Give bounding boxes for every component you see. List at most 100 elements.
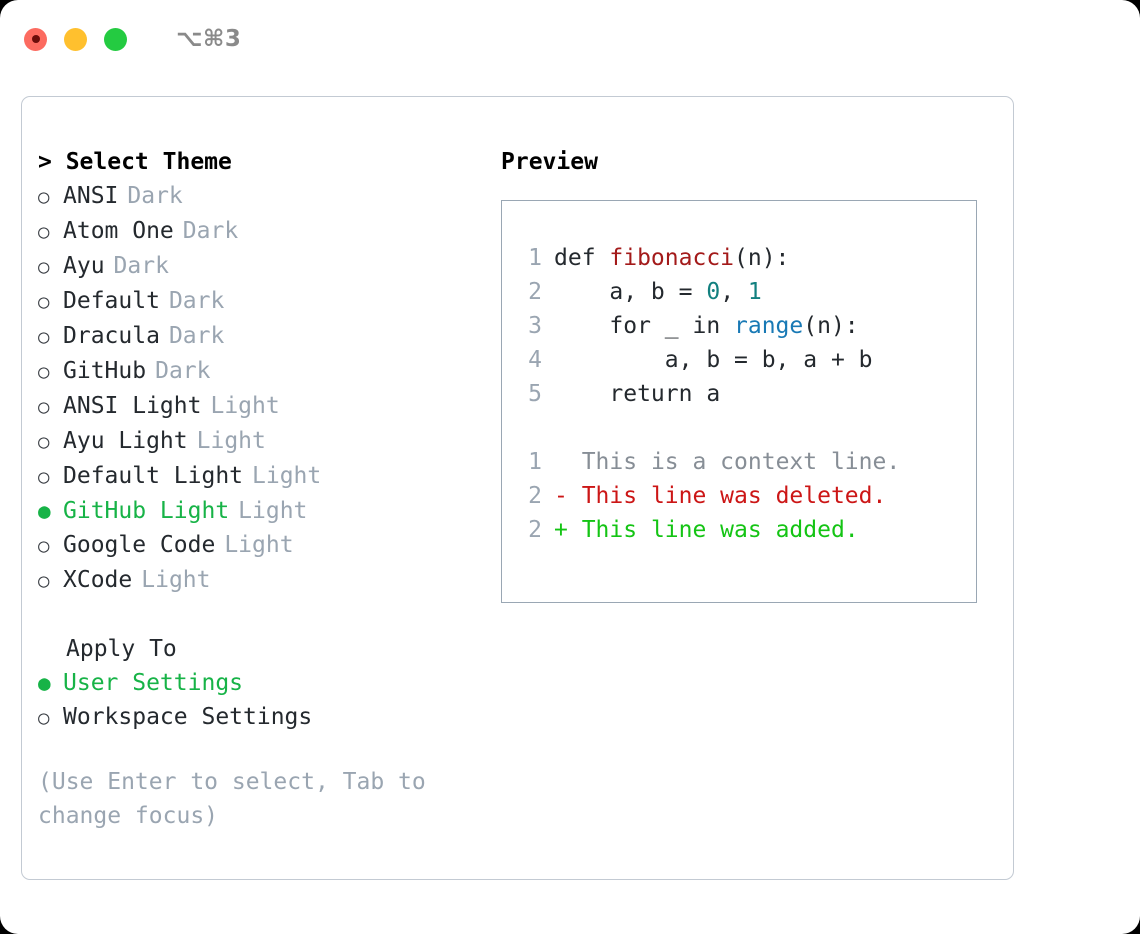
- apply-to-label: User Settings: [63, 670, 244, 696]
- code-token: return a: [554, 381, 721, 407]
- theme-variant-badge: Light: [196, 428, 266, 454]
- close-button[interactable]: [24, 27, 47, 51]
- code-token: 0: [706, 279, 721, 305]
- radio-selected-icon[interactable]: ●: [38, 499, 51, 523]
- theme-variant-badge: Light: [210, 393, 280, 419]
- line-number: 2: [528, 517, 542, 543]
- theme-list-item[interactable]: ○ Ayu Dark: [38, 249, 488, 284]
- theme-variant-badge: Light: [224, 532, 294, 558]
- line-number: 2: [528, 279, 542, 305]
- theme-name: ANSI: [63, 183, 119, 209]
- apply-to-list[interactable]: ● User Settings ○ Workspace Settings: [38, 666, 488, 735]
- code-token: (n):: [803, 313, 859, 339]
- code-token: a, b = b, a + b: [554, 347, 873, 373]
- theme-variant-badge: Dark: [168, 288, 225, 314]
- apply-to-item[interactable]: ● User Settings: [38, 666, 488, 700]
- diff-marker: [554, 445, 582, 479]
- theme-name: GitHub Light: [63, 498, 230, 524]
- radio-unselected-icon[interactable]: ○: [38, 221, 50, 243]
- radio-unselected-icon[interactable]: ○: [38, 707, 50, 729]
- theme-name: ANSI Light: [63, 393, 202, 419]
- theme-variant-badge: Dark: [155, 358, 211, 384]
- diff-line: 1 This is a context line.: [516, 445, 976, 479]
- theme-name: Ayu: [63, 253, 105, 279]
- code-sample: 1 def fibonacci (n): 2 a, b = 0, 1 3 for _ i…: [516, 241, 976, 411]
- radio-unselected-icon[interactable]: ○: [38, 186, 50, 208]
- theme-variant-badge: Dark: [168, 323, 225, 349]
- theme-list-item[interactable]: ○ Google Code Light: [38, 528, 488, 563]
- preview-title: Preview: [501, 149, 598, 175]
- traffic-lights: [24, 27, 127, 51]
- theme-variant-badge: Light: [238, 498, 308, 524]
- list-spacer: [38, 598, 488, 632]
- diff-line: 2+ This line was added.: [516, 513, 976, 547]
- radio-unselected-icon[interactable]: ○: [38, 466, 50, 488]
- theme-name: Ayu Light: [63, 428, 188, 454]
- theme-name: Default: [63, 288, 160, 314]
- apply-to-item[interactable]: ○ Workspace Settings: [38, 700, 488, 735]
- theme-list-item[interactable]: ● GitHub Light Light: [38, 494, 488, 528]
- code-token: ,: [720, 279, 748, 305]
- radio-unselected-icon[interactable]: ○: [38, 291, 50, 313]
- code-token: a, b =: [554, 279, 707, 305]
- diff-marker: -: [554, 483, 582, 509]
- minimize-button[interactable]: [64, 27, 87, 51]
- theme-name: Default Light: [63, 463, 244, 489]
- diff-text: This line was deleted.: [581, 483, 887, 509]
- theme-name: GitHub: [63, 358, 147, 384]
- diff-line: 2- This line was deleted.: [516, 479, 976, 513]
- radio-unselected-icon[interactable]: ○: [38, 396, 50, 418]
- radio-unselected-icon[interactable]: ○: [38, 361, 50, 383]
- diff-sample: 1 This is a context line.2- This line wa…: [516, 445, 976, 547]
- radio-unselected-icon[interactable]: ○: [38, 431, 50, 453]
- radio-unselected-icon[interactable]: ○: [38, 326, 50, 348]
- apply-to-heading: Apply To: [66, 636, 177, 662]
- line-number: 1: [528, 449, 542, 475]
- preview-column: Preview 1 def fibonacci (n): 2 a, b = 0, 1 3…: [501, 145, 991, 603]
- theme-list-item[interactable]: ○ GitHub Dark: [38, 354, 488, 389]
- diff-text: This is a context line.: [581, 449, 901, 475]
- preview-box: 1 def fibonacci (n): 2 a, b = 0, 1 3 for _ i…: [501, 200, 977, 603]
- theme-name: Google Code: [63, 532, 216, 558]
- code-line: 5 return a: [516, 377, 976, 411]
- code-line: 2 a, b = 0, 1: [516, 275, 976, 309]
- code-token: for _ in: [554, 313, 735, 339]
- apply-to-label: Workspace Settings: [63, 704, 313, 730]
- code-diff-separator: [516, 411, 976, 445]
- maximize-button[interactable]: [104, 27, 127, 51]
- radio-unselected-icon[interactable]: ○: [38, 535, 50, 557]
- theme-variant-badge: Light: [252, 463, 322, 489]
- theme-variant-badge: Dark: [113, 253, 169, 279]
- theme-list-item[interactable]: ○ ANSI Dark: [38, 179, 488, 214]
- keyboard-hint-text: (Use Enter to select, Tab to change focu…: [38, 769, 440, 829]
- radio-selected-icon[interactable]: ●: [38, 671, 51, 695]
- theme-list-item[interactable]: ○ Ayu Light Light: [38, 424, 488, 459]
- radio-unselected-icon[interactable]: ○: [38, 256, 50, 278]
- radio-unselected-icon[interactable]: ○: [38, 570, 50, 592]
- line-number: 3: [528, 313, 542, 339]
- theme-name: Atom One: [63, 218, 174, 244]
- theme-name: XCode: [63, 567, 133, 593]
- theme-variant-badge: Dark: [127, 183, 183, 209]
- line-number: 5: [528, 381, 542, 407]
- select-theme-prompt: > Select Theme: [38, 149, 232, 175]
- code-token: def: [554, 245, 610, 271]
- code-token: fibonacci: [609, 245, 735, 271]
- line-number: 2: [528, 483, 542, 509]
- code-token: range: [734, 313, 804, 339]
- title-bar: ⌥⌘3: [0, 0, 1140, 78]
- line-number: 1: [528, 245, 542, 271]
- theme-list-item[interactable]: ○ Default Light Light: [38, 459, 488, 494]
- theme-list-item[interactable]: ○ ANSI Light Light: [38, 389, 488, 424]
- keyboard-shortcut-label: ⌥⌘3: [176, 26, 242, 52]
- code-line: 4 a, b = b, a + b: [516, 343, 976, 377]
- diff-marker: +: [554, 517, 582, 543]
- theme-list-item[interactable]: ○ Default Dark: [38, 284, 488, 319]
